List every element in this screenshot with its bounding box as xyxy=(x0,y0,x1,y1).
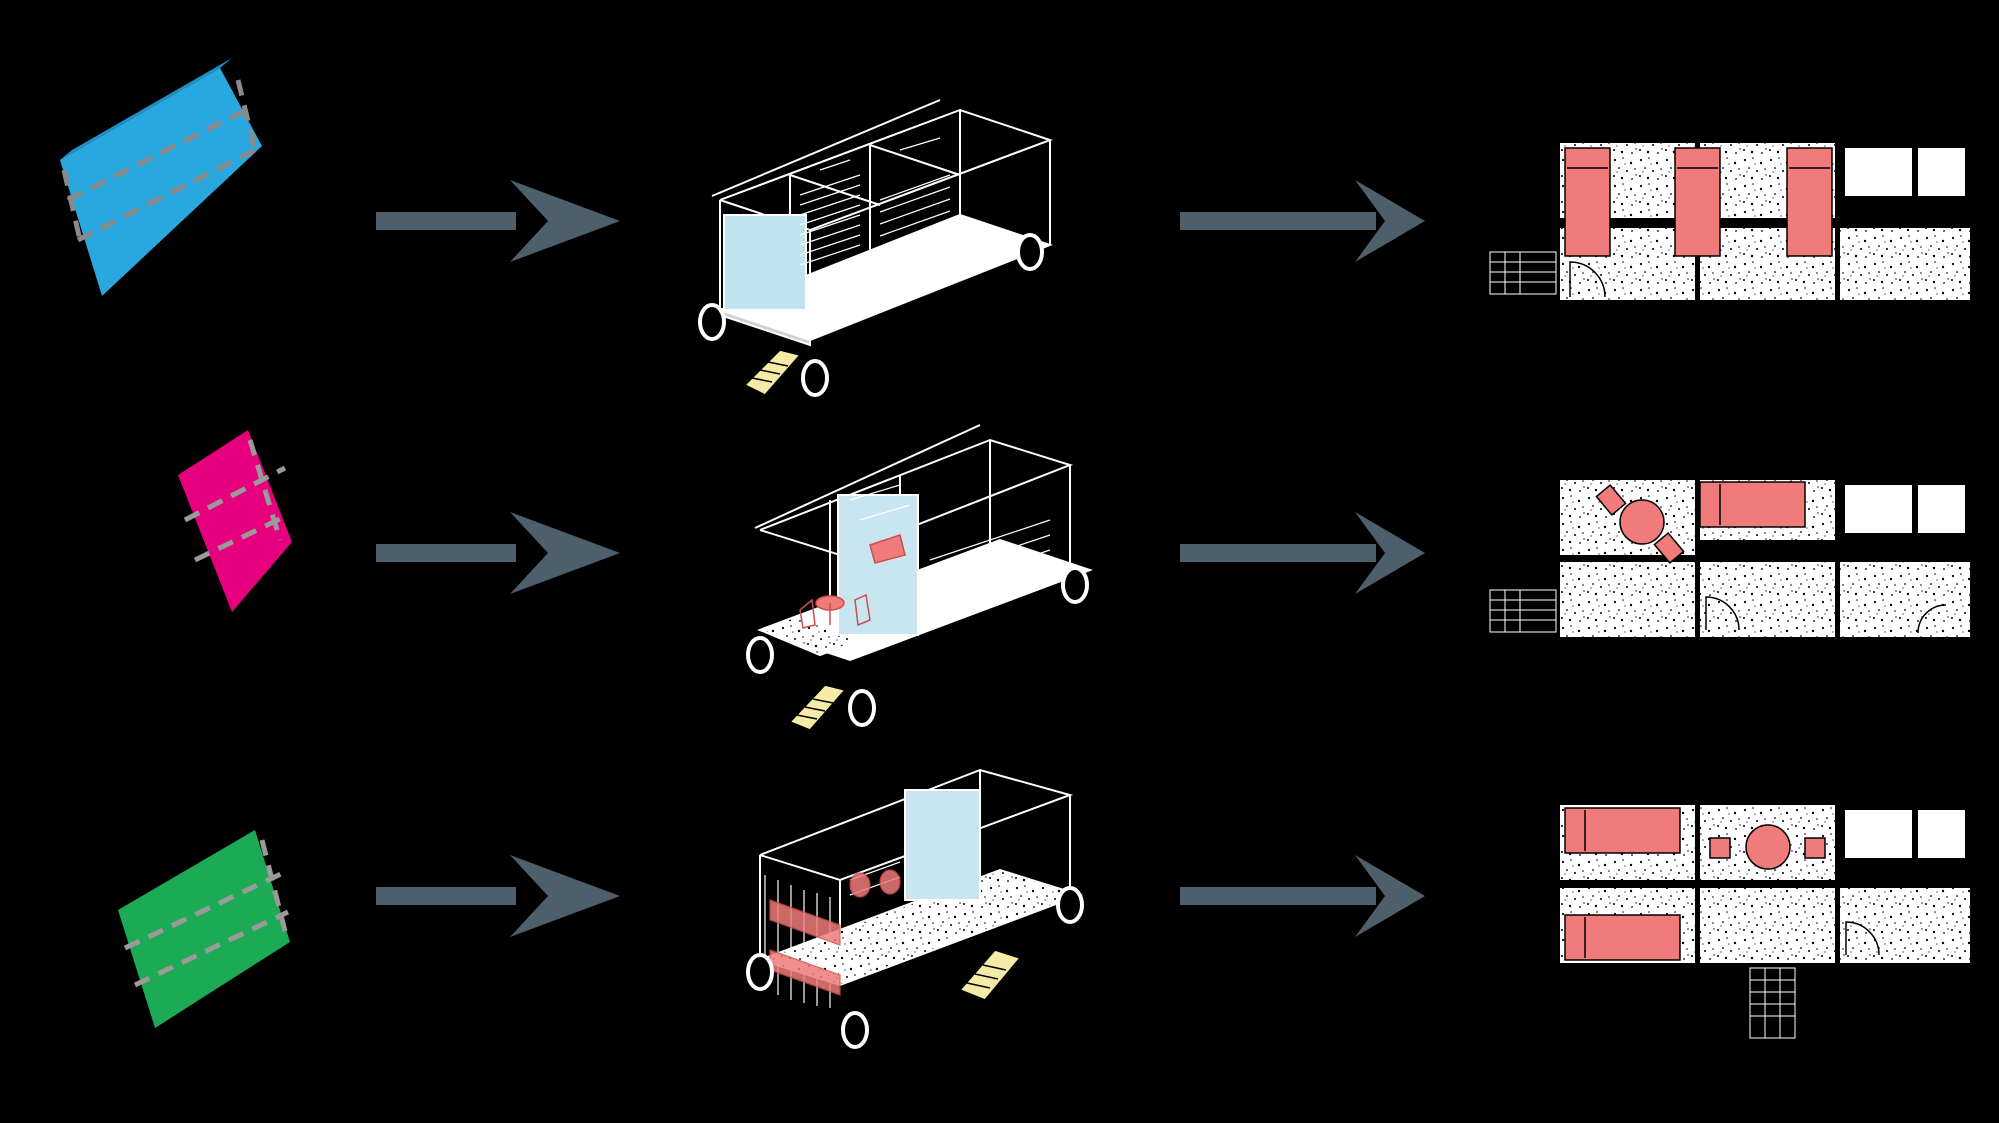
door-swing-icon xyxy=(1705,596,1947,634)
dining-table-icon xyxy=(1709,824,1826,870)
arrow-right-icon xyxy=(1180,855,1425,937)
row-3 xyxy=(118,768,1975,1049)
wheel-icon xyxy=(746,886,1084,1049)
iso-trailer-unit xyxy=(698,99,1053,397)
arrow-right-icon xyxy=(376,180,620,262)
arrow-right-icon xyxy=(1180,180,1425,262)
bed-icon xyxy=(1564,807,1681,961)
stairs-icon xyxy=(788,684,847,731)
wheel-icon xyxy=(698,233,1044,397)
iso-trailer-unit xyxy=(746,768,1084,1049)
stairs-icon xyxy=(958,949,1022,1001)
dining-table-icon xyxy=(1595,483,1685,565)
floor-plan xyxy=(1489,475,1975,637)
iso-trailer-unit xyxy=(746,424,1093,731)
volume-face xyxy=(60,68,262,296)
bed-icon xyxy=(1699,481,1806,528)
arrow-right-icon xyxy=(376,855,620,937)
volume-box-green xyxy=(118,830,290,1028)
wheel-icon xyxy=(746,566,1089,727)
row-1 xyxy=(60,58,1975,397)
volume-box-magenta xyxy=(178,430,292,612)
stairs-icon xyxy=(1489,251,1557,295)
stairs-icon xyxy=(1749,967,1796,1039)
floor-plan xyxy=(1560,800,1975,1039)
stairs-icon xyxy=(743,349,802,396)
floor-plan xyxy=(1489,138,1975,300)
dining-table-icon xyxy=(799,534,906,629)
door-swing-icon xyxy=(1569,261,1606,298)
bed-icon xyxy=(769,869,901,996)
bed-icon xyxy=(1564,147,1833,257)
row-2 xyxy=(178,424,1975,731)
volume-box-blue xyxy=(60,58,262,296)
stairs-icon xyxy=(1489,589,1557,633)
dashed-partition-lines xyxy=(61,79,258,243)
arrow-right-icon xyxy=(376,512,620,594)
glass-panel xyxy=(723,214,807,311)
door-swing-icon xyxy=(1845,921,1880,956)
arrow-right-icon xyxy=(1180,512,1425,594)
